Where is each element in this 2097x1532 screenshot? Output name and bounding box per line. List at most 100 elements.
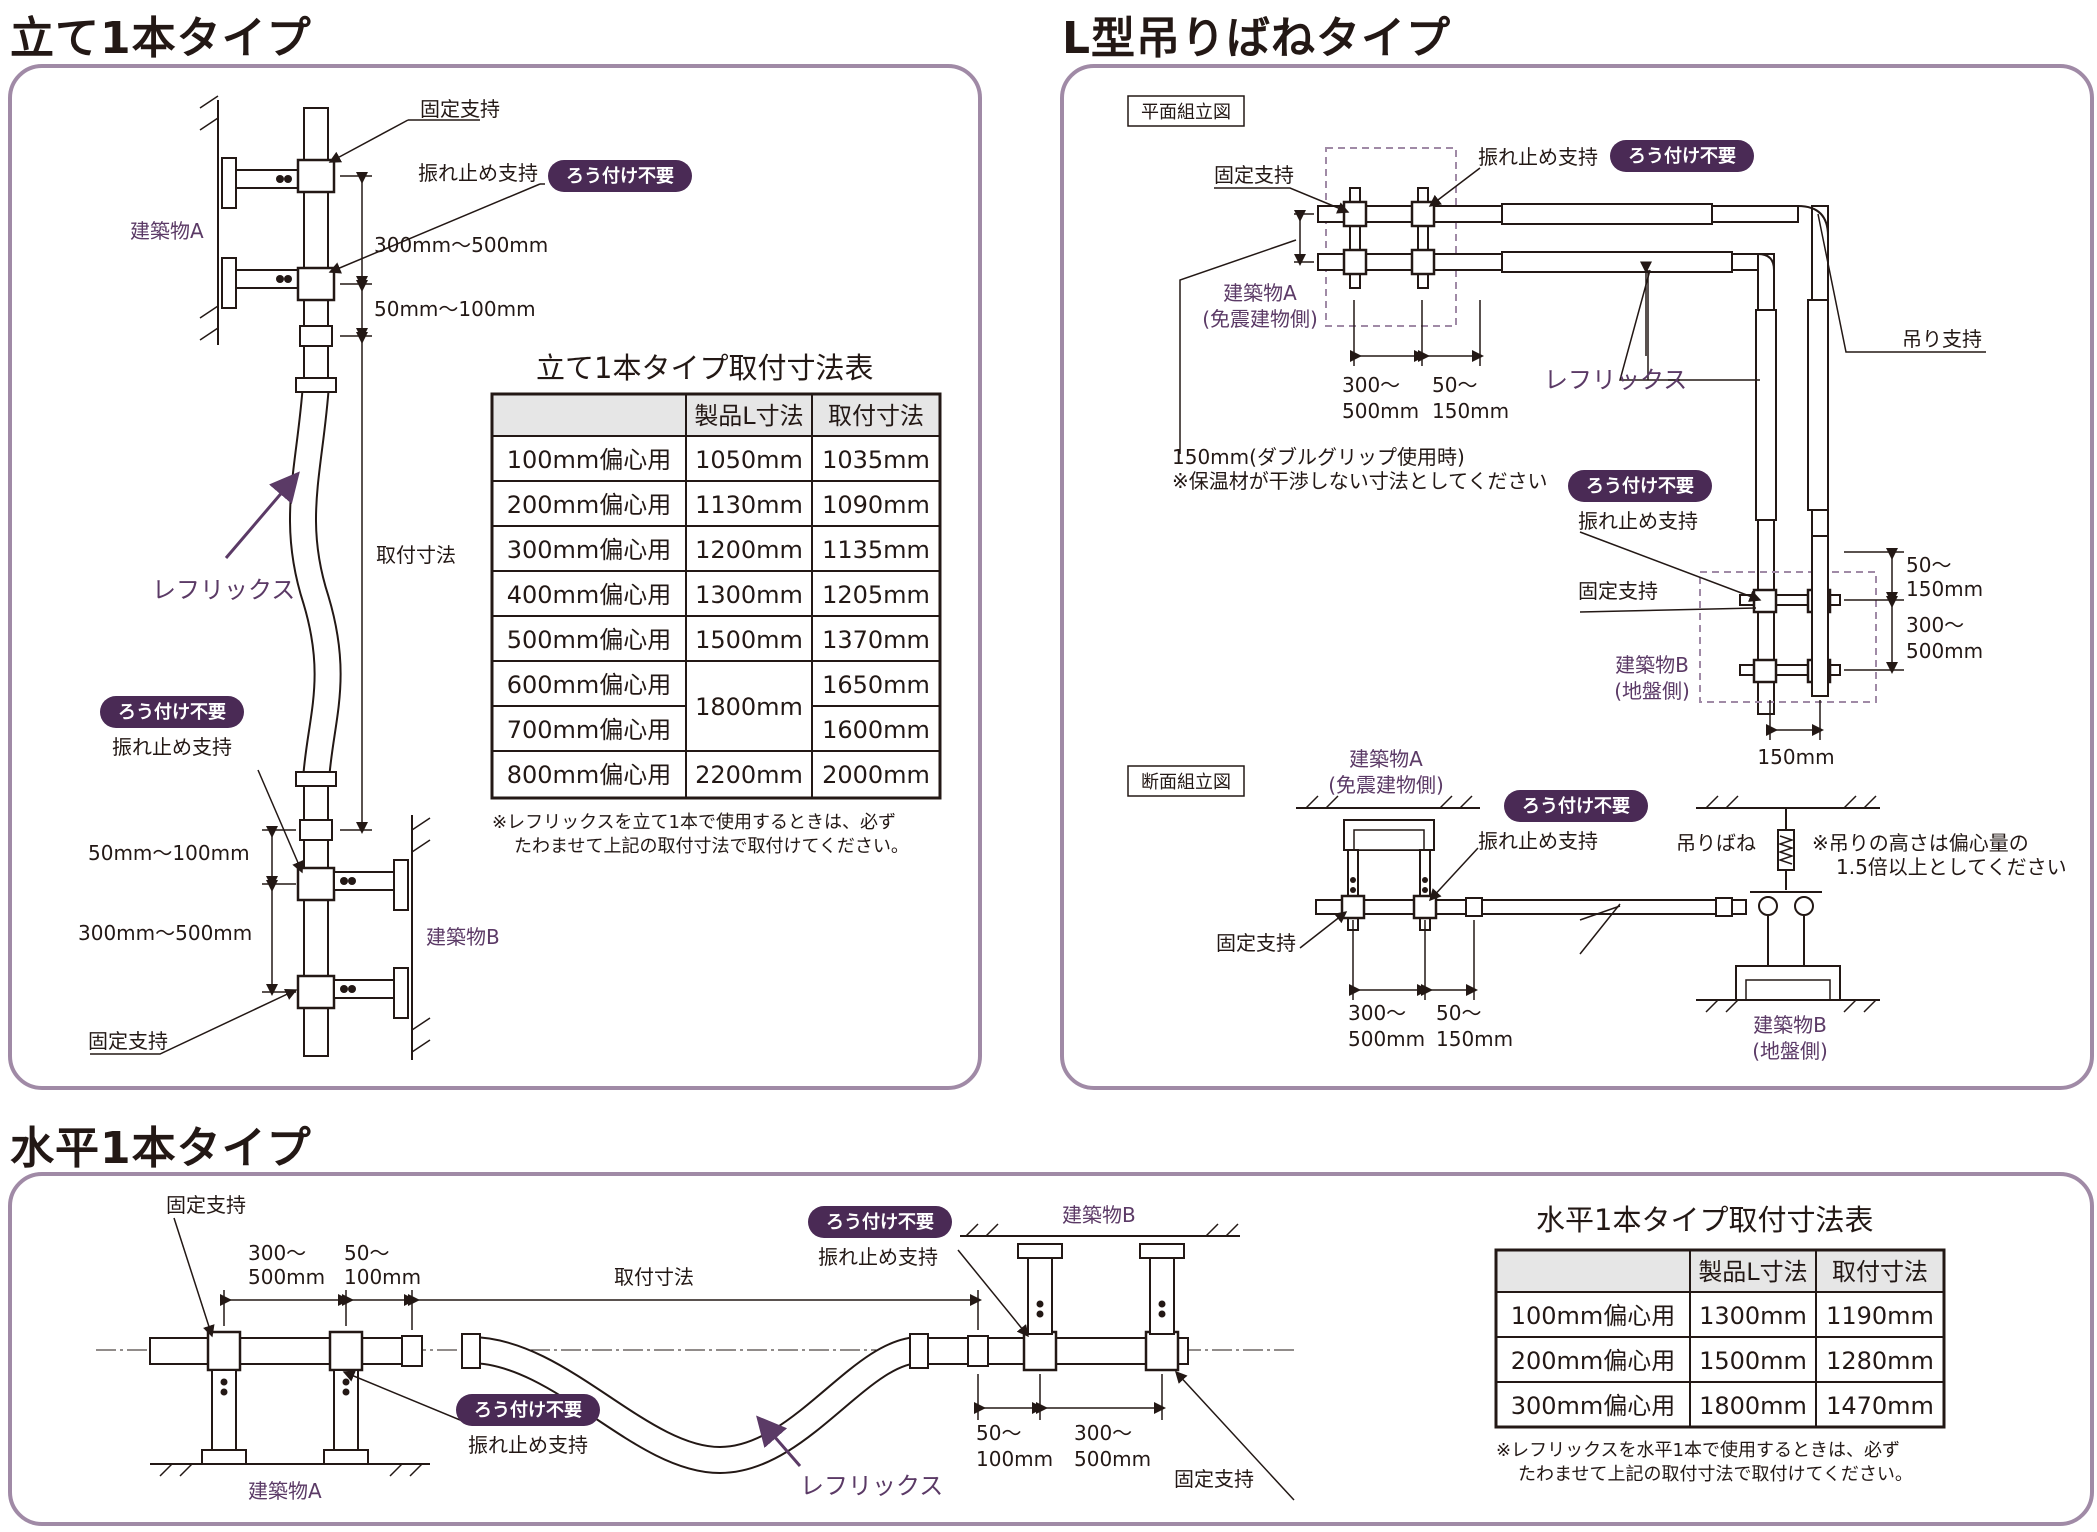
l-section-anti-vibration: 振れ止め支持 [1478,829,1598,853]
l-plan-dim-50-b: 50〜 [1906,553,1951,577]
section-title-horizontal: 水平1本タイプ [10,1123,312,1174]
h-label-fixed-support-left: 固定支持 [166,1193,246,1217]
l-plan-dim-150: 150mm [1757,745,1834,769]
v-label-mount-dimension: 取付寸法 [376,543,456,567]
v-label-anti-vibration-bottom: 振れ止め支持 [112,735,232,759]
v-dim-50-100-top: 50mm〜100mm [374,297,536,321]
v-td-r1-c0: 200mm偏心用 [507,491,672,519]
v-dim-300-500-top: 300mm〜500mm [374,233,548,257]
h-table [1494,1248,1946,1429]
v-td-r2-c1: 1200mm [695,536,803,564]
v-td-r5-c2: 1650mm [822,671,930,699]
h-label-mount-dimension: 取付寸法 [614,1265,694,1289]
h-dim-50: 50〜 [344,1241,389,1265]
v-td-r4-c1: 1500mm [695,626,803,654]
l-plan-anti-vibration: 振れ止め支持 [1478,145,1598,169]
svg-text:ろう付け不要: ろう付け不要 [1628,145,1736,167]
lshape-section-diagram [1127,765,1880,1013]
v-td-r1-c1: 1130mm [695,491,803,519]
h-table-note-1: ※レフリックスを水平1本で使用するときは、必ず [1496,1440,1900,1461]
h-table-note-2: たわませて上記の取付寸法で取付けてください。 [1518,1464,1913,1485]
v-th-product-l: 製品L寸法 [694,402,803,430]
l-plan-dim-300-b: 300〜 [1906,613,1964,637]
h-label-building-b: 建築物B [1062,1203,1136,1227]
v-table-note-1: ※レフリックスを立て1本で使用するときは、必ず [492,812,896,833]
v-table [490,392,942,800]
h-td-r2-c1: 1800mm [1699,1392,1807,1420]
h-td-r1-c1: 1500mm [1699,1347,1807,1375]
l-section-view-label: 断面組立図 [1141,772,1231,793]
svg-text:ろう付け不要: ろう付け不要 [1586,475,1694,497]
h-td-r2-c2: 1470mm [1826,1392,1934,1420]
l-plan-anti-vibration-b: 振れ止め支持 [1578,509,1698,533]
l-plan-fixed-support-b: 固定支持 [1578,579,1658,603]
v-td-r0-c1: 1050mm [695,446,803,474]
h-td-r0-c2: 1190mm [1826,1302,1934,1330]
vertical-diagram [90,95,545,1060]
h-td-r1-c2: 1280mm [1826,1347,1934,1375]
v-td-r3-c0: 400mm偏心用 [507,581,672,609]
h-dim-500mm: 500mm [248,1265,325,1289]
h-td-r2-c0: 300mm偏心用 [1511,1392,1676,1420]
l-section-dim-300: 300〜 [1348,1001,1406,1025]
l-plan-building-b: 建築物B [1615,653,1689,677]
v-td-r1-c2: 1090mm [822,491,930,519]
h-dim-300-b: 300〜 [1074,1421,1132,1445]
frame-vertical [8,64,982,1090]
v-th-mount: 取付寸法 [828,402,924,430]
v-badge-no-brazing-top: ろう付け不要 [548,160,692,192]
v-label-reflix: レフリックス [152,576,295,604]
v-td-r7-c0: 800mm偏心用 [507,761,672,789]
svg-text:ろう付け不要: ろう付け不要 [826,1211,934,1233]
v-td-r0-c2: 1035mm [822,446,930,474]
v-td-r0-c0: 100mm偏心用 [507,446,672,474]
l-section-dim-500mm: 500mm [1348,1027,1425,1051]
h-dim-300: 300〜 [248,1241,306,1265]
h-td-r0-c1: 1300mm [1699,1302,1807,1330]
h-td-r0-c0: 100mm偏心用 [1511,1302,1676,1330]
l-plan-dim-50: 50〜 [1432,373,1477,397]
l-section-dim-150mm: 150mm [1436,1027,1513,1051]
l-plan-badge-no-brazing-mid: ろう付け不要 [1568,470,1712,502]
l-section-building-b: 建築物B [1753,1013,1827,1037]
v-dim-50-100-bottom: 50mm〜100mm [88,841,250,865]
l-plan-dim-150mm: 150mm [1432,399,1509,423]
lshape-plan-diagram [1127,95,1986,740]
l-plan-insulation-note: ※保温材が干渉しない寸法としてください [1172,469,1548,493]
v-table-title: 立て1本タイプ取付寸法表 [536,351,873,385]
l-plan-ground-side: (地盤側) [1614,679,1690,703]
v-td-r3-c2: 1205mm [822,581,930,609]
section-title-lshape: L型吊りばねタイプ [1062,13,1452,64]
svg-text:ろう付け不要: ろう付け不要 [474,1399,582,1421]
h-th-product-l: 製品L寸法 [1698,1258,1807,1286]
l-plan-building-a: 建築物A [1223,281,1297,305]
h-dim-500mm-b: 500mm [1074,1447,1151,1471]
l-section-hanging-spring: 吊りばね [1676,831,1756,855]
l-section-dim-50: 50〜 [1436,1001,1481,1025]
v-label-anti-vibration-top: 振れ止め支持 [418,161,538,185]
section-title-vertical: 立て1本タイプ [10,13,312,64]
l-section-spring-note-1: ※吊りの高さは偏心量の [1812,831,2029,855]
h-label-anti-vibration-right: 振れ止め支持 [818,1245,938,1269]
l-plan-dim-300: 300〜 [1342,373,1400,397]
l-plan-fixed-support: 固定支持 [1214,163,1294,187]
v-table-note-2: たわませて上記の取付寸法で取付けてください。 [514,836,909,857]
h-dim-100mm: 100mm [344,1265,421,1289]
l-section-building-a: 建築物A [1349,747,1423,771]
l-section-fixed-support: 固定支持 [1216,931,1296,955]
l-section-seismic-side: (免震建物側) [1328,773,1444,797]
v-td-r2-c2: 1135mm [822,536,930,564]
v-td-r4-c2: 1370mm [822,626,930,654]
h-dim-100mm-b: 100mm [976,1447,1053,1471]
h-badge-no-brazing-left: ろう付け不要 [456,1394,600,1426]
v-td-r5-c0: 600mm偏心用 [507,671,672,699]
frame-lshape [1060,64,2094,1090]
v-label-fixed-support-bottom: 固定支持 [88,1029,168,1053]
l-plan-badge-no-brazing-top: ろう付け不要 [1610,140,1754,172]
l-section-spring-note-2: 1.5倍以上としてください [1836,855,2067,879]
v-badge-no-brazing-bottom: ろう付け不要 [100,696,244,728]
h-th-mount: 取付寸法 [1832,1258,1928,1286]
h-label-anti-vibration-left: 振れ止め支持 [468,1433,588,1457]
l-plan-dim-500mm: 500mm [1342,399,1419,423]
horizontal-diagram [96,1217,1296,1501]
